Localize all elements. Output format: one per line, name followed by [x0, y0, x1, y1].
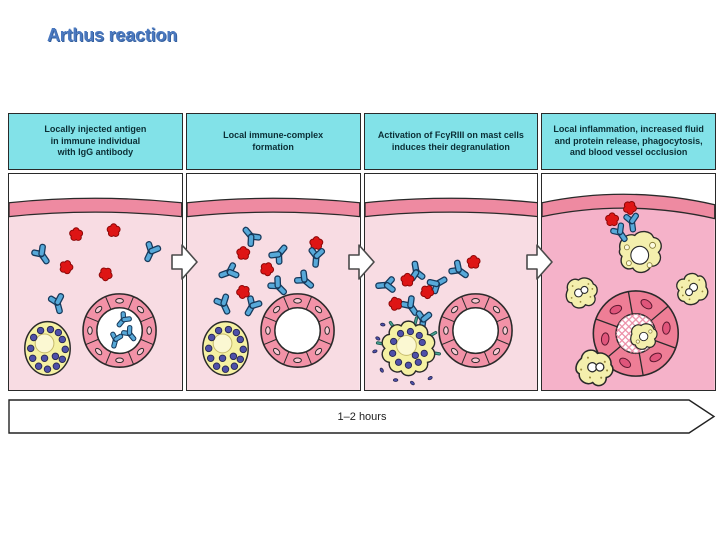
step-arrow-1: [171, 244, 198, 280]
panel-3-caption: Activation of FcγRIII on mast cells indu…: [363, 113, 539, 170]
panel-2-caption: Local immune-complex formation: [185, 113, 361, 170]
panel-4-illustration: [541, 173, 716, 391]
neutrophil-left: [565, 277, 599, 309]
panel-3: Activation of FcγRIII on mast cells indu…: [363, 113, 539, 391]
phagocyte-engulfing: [618, 230, 663, 274]
blood-vessel: [437, 293, 513, 369]
step-arrow-3: [526, 244, 553, 280]
page-title: Arthus reaction: [47, 25, 178, 45]
mast-cell: [24, 320, 71, 376]
released-granules: [371, 322, 433, 386]
timeline: 1–2 hours: [8, 399, 716, 434]
arthus-diagram: Locally injected antigen in immune indiv…: [8, 113, 716, 391]
panel-3-illustration: [363, 173, 539, 391]
panel-4: Local inflammation, increased fluid and …: [541, 113, 716, 391]
panel-1-caption: Locally injected antigen in immune indiv…: [8, 113, 183, 170]
mast-cell-degranulating: [375, 316, 441, 377]
timeline-label: 1–2 hours: [337, 410, 387, 423]
panel-2: Local immune-complex formation: [185, 113, 361, 391]
step-arrow-2: [348, 244, 375, 280]
neutrophil-right: [671, 268, 713, 310]
panel-2-illustration: [185, 173, 361, 391]
blood-vessel: [82, 293, 157, 369]
phagocyte-in-lumen: [630, 323, 658, 350]
panel-1: Locally injected antigen in immune indiv…: [8, 113, 183, 391]
blood-vessel: [259, 293, 335, 369]
panel-1-illustration: [8, 173, 183, 391]
timeline-arrow: [8, 399, 716, 434]
neutrophil-extravasating: [570, 344, 619, 390]
granules: [388, 327, 428, 369]
panel-4-caption: Local inflammation, increased fluid and …: [541, 113, 716, 170]
mast-cell: [201, 320, 249, 376]
